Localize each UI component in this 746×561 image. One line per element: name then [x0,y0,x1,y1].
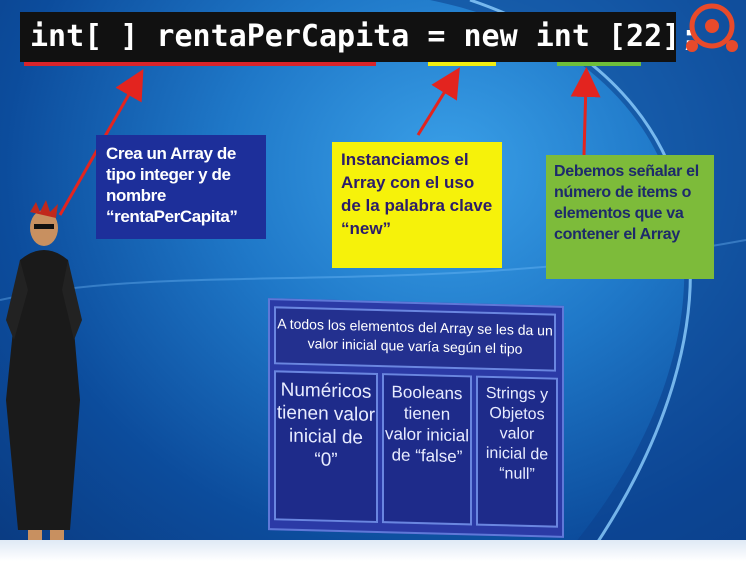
cell-boolean: Booleans tienen valor inicial de “false” [382,373,472,526]
code-line: int[ ] rentaPerCapita = new int [22]; [20,12,698,62]
bottom-strip [0,540,746,561]
underline-declaration [24,62,376,66]
arrow-new [416,67,460,136]
cell-numeric: Numéricos tienen valor inicial de “0” [274,370,378,524]
callout-array-size: Debemos señalar el número de items o ele… [546,155,714,279]
underline-size [557,62,641,66]
avatar-figure [6,200,82,550]
callout-new-keyword: Instanciamos el Array con el uso de la p… [332,142,502,268]
callout-array-declaration: Crea un Array de tipo integer y de nombr… [96,135,266,239]
initial-values-panel: A todos los elementos del Array se les d… [268,298,564,538]
panel-header: A todos los elementos del Array se les d… [274,306,556,372]
cell-string: Strings y Objetos valor inicial de “null… [476,375,558,528]
logo-icon [686,3,738,52]
arrow-size [570,67,601,156]
underline-new [428,62,496,66]
